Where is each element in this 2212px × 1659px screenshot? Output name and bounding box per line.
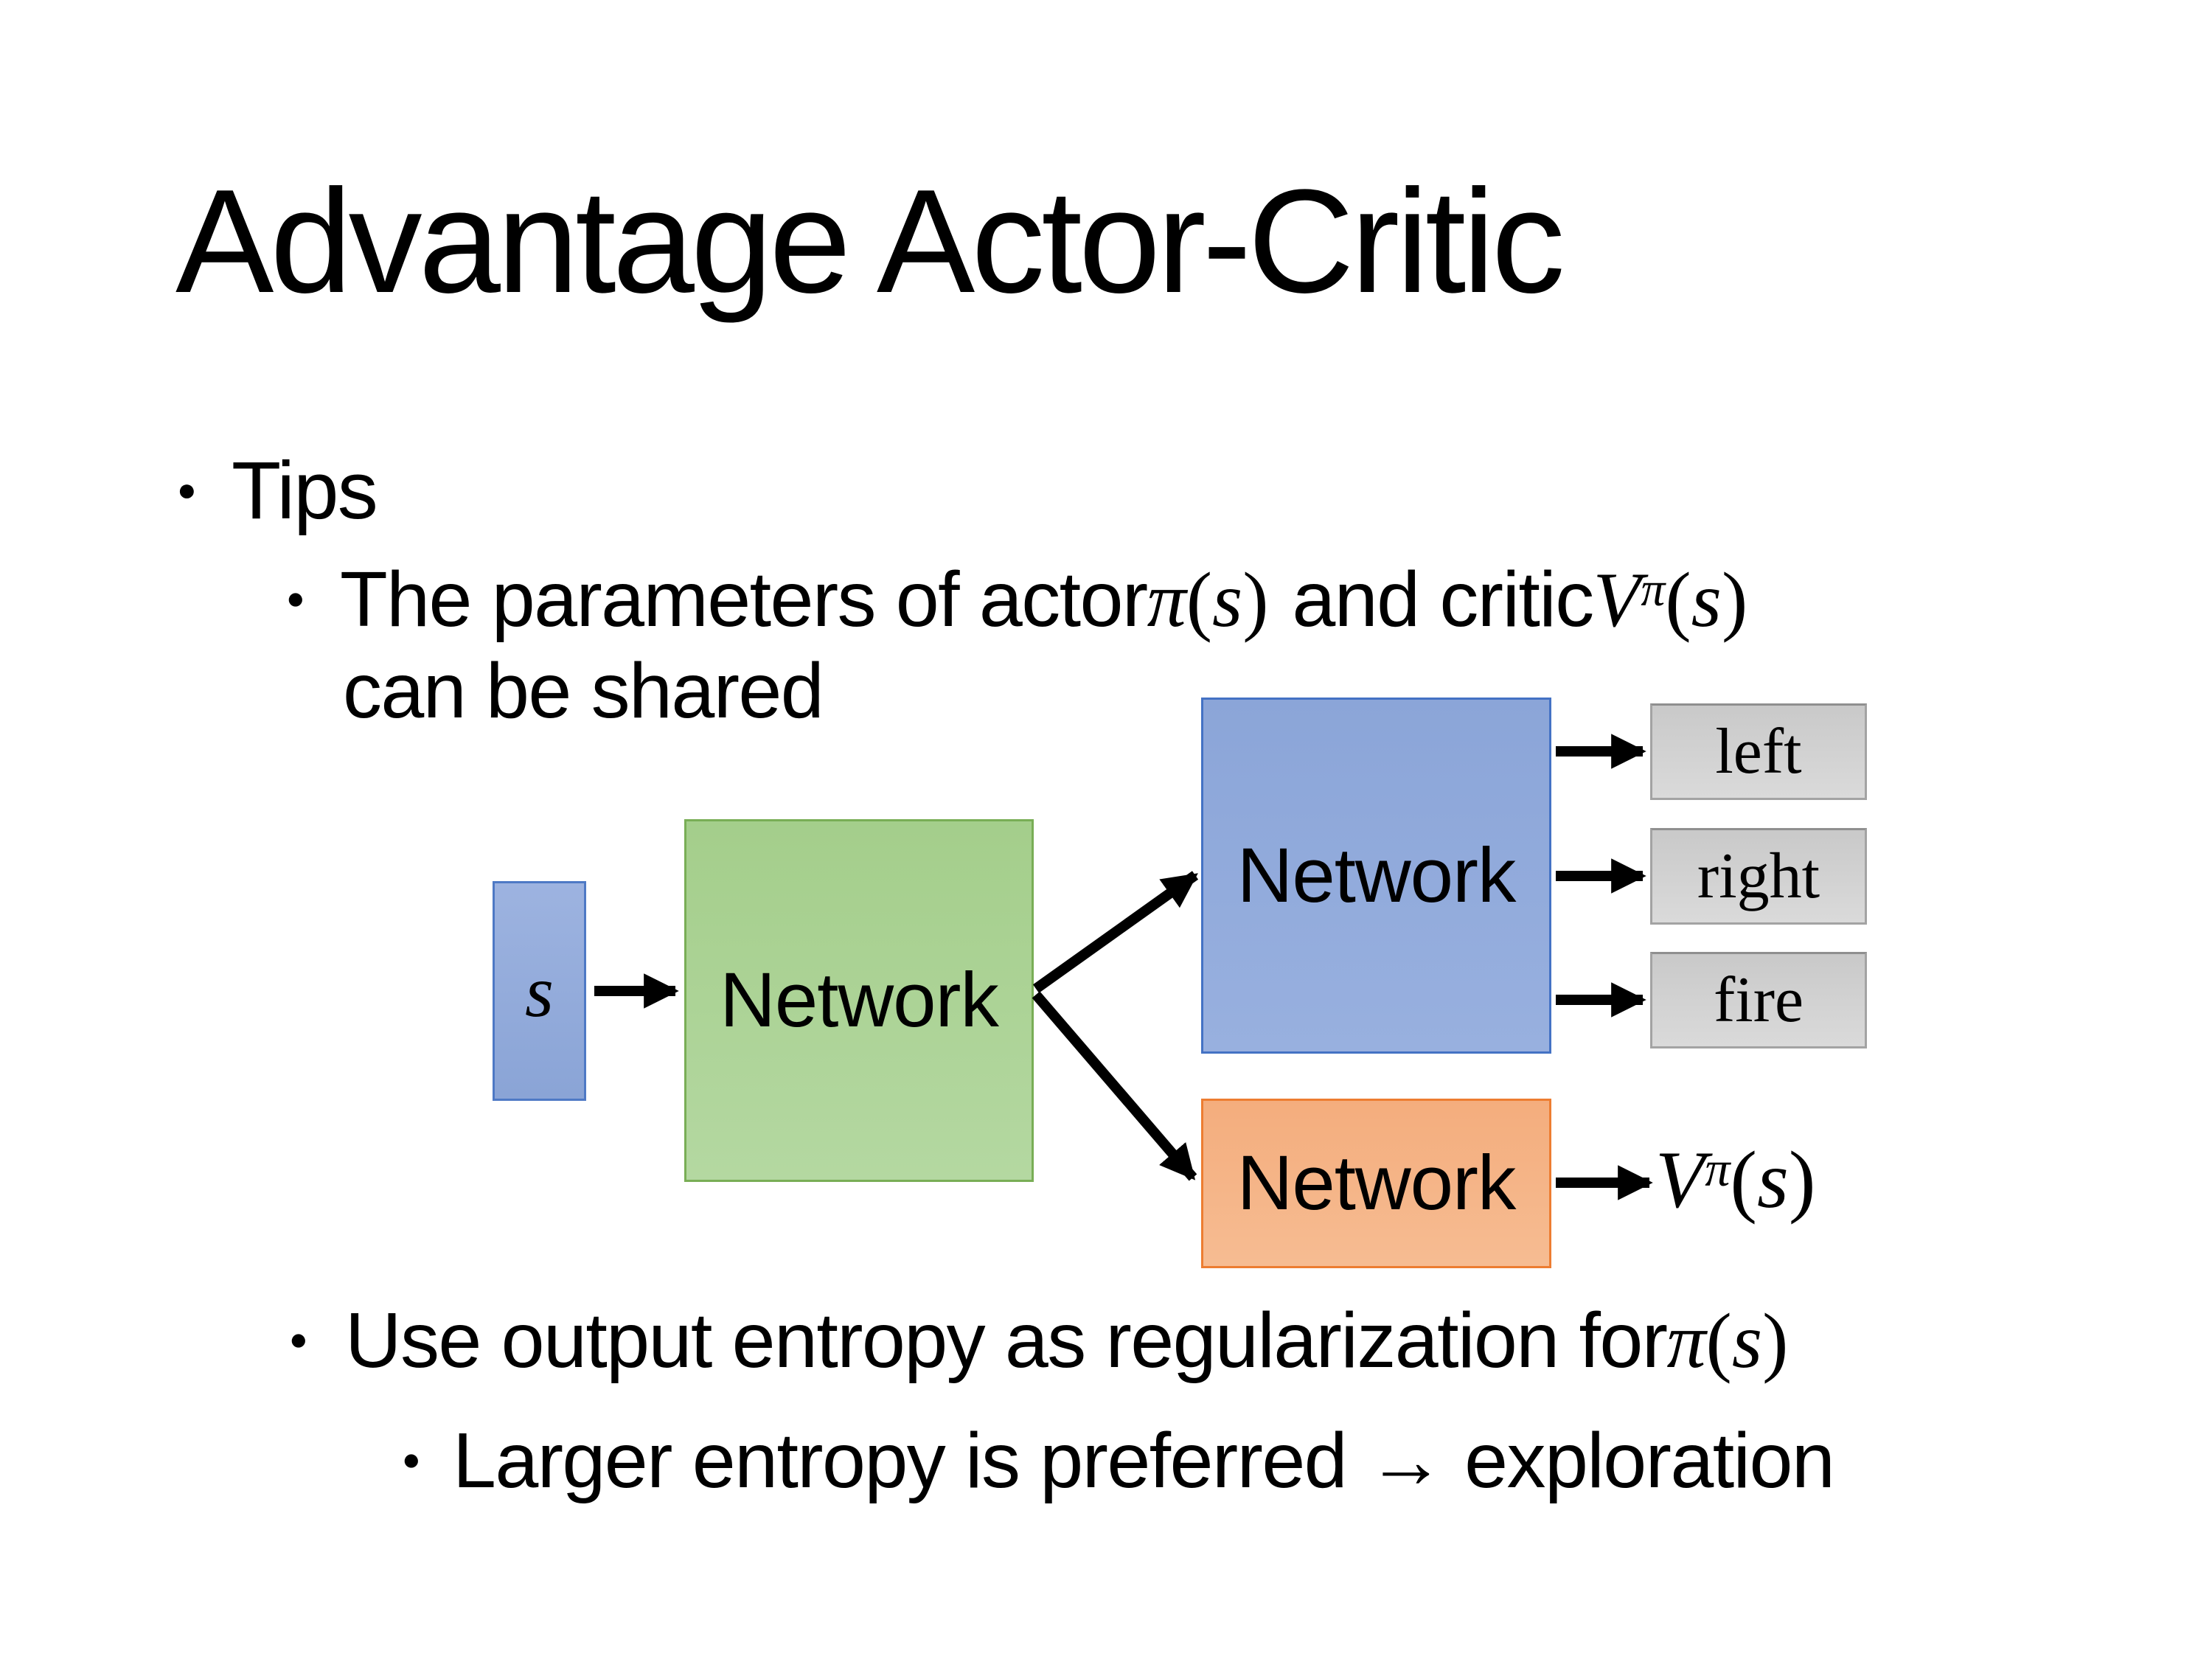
actor-network-box: Network <box>1201 698 1551 1054</box>
paren-close: ) <box>1762 1298 1789 1384</box>
action-box-fire: fire <box>1650 952 1867 1048</box>
paren-open: ( <box>1730 1135 1758 1225</box>
V-symbol: V <box>1593 557 1641 643</box>
paren-close: ) <box>1788 1135 1816 1225</box>
critic-network-label: Network <box>1237 1140 1517 1226</box>
s-symbol: s <box>1691 557 1722 643</box>
action-label-left: left <box>1715 716 1802 787</box>
page-title: Advantage Actor-Critic <box>175 159 1565 324</box>
shared-network-box: Network <box>684 819 1034 1182</box>
critic-output-formula: Vπ(s) <box>1655 1139 1815 1220</box>
action-box-left: left <box>1650 703 1867 800</box>
bullet-icon: ● <box>286 580 305 616</box>
pi-symbol: π <box>1147 557 1186 643</box>
state-box: s <box>493 881 586 1101</box>
arrow-shared-to-critic <box>1032 991 1197 1181</box>
shared-text-mid: and critic <box>1292 556 1594 643</box>
bullet-shared-parameters-line2: can be shared <box>343 647 824 734</box>
exploration-text: Larger entropy is preferred → exploratio… <box>453 1417 1835 1504</box>
paren-open: ( <box>1665 557 1691 643</box>
bullet-icon: ● <box>402 1441 421 1477</box>
bullet-larger-entropy: ● Larger entropy is preferred → explorat… <box>402 1417 1835 1504</box>
action-label-fire: fire <box>1713 964 1804 1036</box>
pi-superscript: π <box>1705 1141 1731 1197</box>
action-box-right: right <box>1650 828 1867 925</box>
tips-label: Tips <box>232 445 378 536</box>
paren-close: ) <box>1721 557 1748 643</box>
bullet-icon: ● <box>177 471 197 508</box>
bullet-tips: ● Tips <box>177 445 378 536</box>
paren-open: ( <box>1186 557 1213 643</box>
bullet-icon: ● <box>289 1321 308 1357</box>
pi-symbol: π <box>1666 1298 1706 1384</box>
s-symbol: s <box>1757 1135 1789 1225</box>
critic-network-box: Network <box>1201 1099 1551 1268</box>
action-label-right: right <box>1697 841 1820 912</box>
shared-text-line2: can be shared <box>343 647 824 734</box>
shared-network-label: Network <box>720 957 999 1043</box>
actor-network-label: Network <box>1237 832 1517 919</box>
V-symbol: V <box>1655 1135 1705 1225</box>
bullet-shared-parameters: ● The parameters of actor π ( s ) and cr… <box>286 556 1748 643</box>
entropy-text: Use output entropy as regularization for <box>345 1297 1668 1384</box>
paren-close: ) <box>1242 557 1269 643</box>
bullet-entropy-regularization: ● Use output entropy as regularization f… <box>289 1301 1788 1380</box>
arrow-shared-to-actor <box>1032 871 1199 993</box>
paren-open: ( <box>1705 1298 1732 1384</box>
s-symbol: s <box>1212 557 1243 643</box>
shared-text-pre: The parameters of actor <box>340 556 1148 643</box>
s-symbol: s <box>1731 1298 1763 1384</box>
state-label: s <box>525 950 554 1032</box>
